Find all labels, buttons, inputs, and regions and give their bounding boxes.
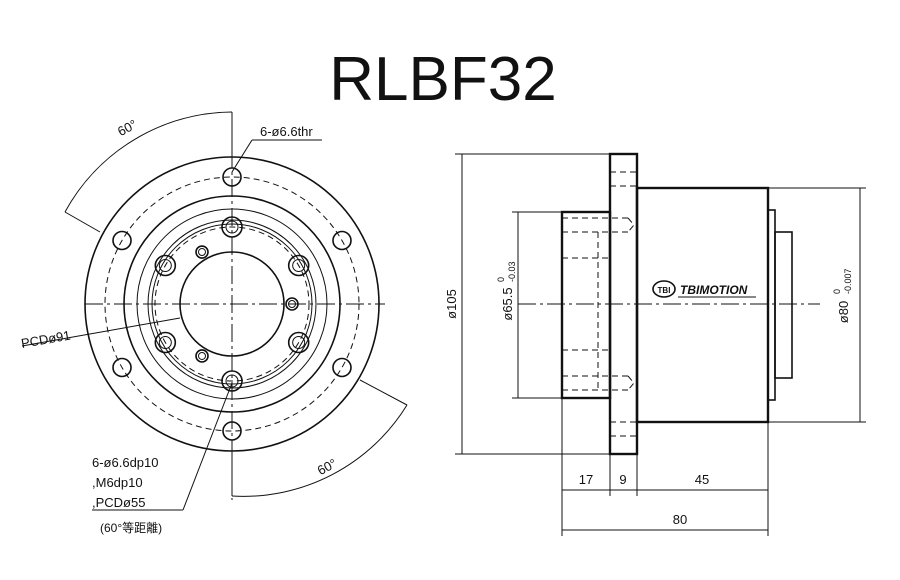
inner-ring-outer xyxy=(147,219,317,389)
cbore-hole-inner xyxy=(292,259,306,272)
pcd55-circle xyxy=(154,226,310,382)
len-pilot-label: 17 xyxy=(579,472,593,487)
cbore-hole-inner xyxy=(158,336,172,349)
dia-body-tol-lower: -0.007 xyxy=(843,268,853,294)
len-total-label: 80 xyxy=(673,512,687,527)
dia-pilot-tol-upper: 0 xyxy=(496,277,506,282)
outer-hole xyxy=(222,167,242,187)
tapped-holes xyxy=(195,245,299,363)
inner-holes-note: (60°等距離) xyxy=(100,521,162,535)
side-view: TBI TBIMOTION ø105 ø65.5 0 -0.03 ø80 0 -… xyxy=(444,152,866,536)
outer-thru-holes xyxy=(112,167,352,441)
logo-text: TBIMOTION xyxy=(680,283,748,297)
dia-flange-label: ø105 xyxy=(444,289,459,319)
tapped-hole-inner xyxy=(198,248,206,257)
pcd91-label: PCDø91 xyxy=(20,328,72,351)
tbimotion-logo: TBI TBIMOTION xyxy=(652,280,756,298)
logo-mark: TBI xyxy=(658,286,671,295)
leader-inner xyxy=(182,382,233,511)
outer-hole xyxy=(112,357,132,378)
outer-hole xyxy=(112,230,132,251)
tapped-hole-outer xyxy=(195,349,209,363)
cbore-hole-inner xyxy=(225,374,239,388)
len-body-label: 45 xyxy=(695,472,709,487)
logo-mark-ring xyxy=(652,280,676,298)
body-circle xyxy=(123,195,341,413)
tapped-hole-outer xyxy=(285,297,299,311)
tapped-hole-inner xyxy=(288,300,296,308)
cbore-hole-outer xyxy=(287,254,310,277)
bore-circle xyxy=(179,251,285,357)
hidden-hole-tip-top xyxy=(627,217,635,233)
inner-holes-label-1: 6-ø6.6dp10 xyxy=(92,455,159,470)
leader-thru xyxy=(231,139,253,173)
outer-hole xyxy=(332,357,352,378)
pcd91-circle xyxy=(104,176,360,432)
outer-hole xyxy=(332,230,352,251)
body-inner-circle xyxy=(136,208,328,400)
dia-pilot-label: ø65.5 xyxy=(500,287,515,320)
tapped-hole-outer xyxy=(195,245,209,259)
dia-body-tol-upper: 0 xyxy=(832,289,842,294)
angle-ext-bottom-2 xyxy=(359,379,408,406)
angle-arc-bottom xyxy=(231,404,408,497)
leader-pcd91 xyxy=(21,317,181,347)
body-section xyxy=(635,186,770,424)
hidden-hole-tip-bottom xyxy=(627,375,635,391)
angle-arc-top xyxy=(64,111,233,213)
angle-label-bottom: 60° xyxy=(315,456,339,478)
inner-holes-label-2: ,M6dp10 xyxy=(92,475,143,490)
end-cap xyxy=(774,231,793,379)
tapped-hole-inner xyxy=(198,351,206,360)
cbore-hole-outer xyxy=(221,370,243,392)
dia-body-label: ø80 xyxy=(836,301,851,323)
angle-label-top: 60° xyxy=(115,117,139,139)
angle-ext-top-2 xyxy=(64,211,101,233)
inner-holes-label-3: ,PCDø55 xyxy=(92,495,145,510)
outer-hole xyxy=(222,421,242,441)
drawing-title: RLBF32 xyxy=(329,45,556,114)
cbore-hole-outer xyxy=(154,254,177,277)
dia-pilot-tol-lower: -0.03 xyxy=(507,261,517,282)
cbore-hole-inner xyxy=(158,259,172,272)
cbore-hole-outer xyxy=(287,331,310,354)
front-view: 60° 60° 6-ø6.6thr PCDø91 6-ø6.6dp10 ,M6d… xyxy=(20,111,408,535)
cbore-hole-inner xyxy=(225,220,239,234)
len-flange-label: 9 xyxy=(619,472,626,487)
cbore-hole-inner xyxy=(292,336,306,349)
cbore-hole-outer xyxy=(154,331,177,354)
inner-cbore-holes xyxy=(154,216,310,392)
pilot-section xyxy=(560,210,612,400)
thru-holes-label: 6-ø6.6thr xyxy=(260,124,313,139)
cbore-hole-outer xyxy=(221,216,243,238)
flange-outer-circle xyxy=(84,156,380,452)
